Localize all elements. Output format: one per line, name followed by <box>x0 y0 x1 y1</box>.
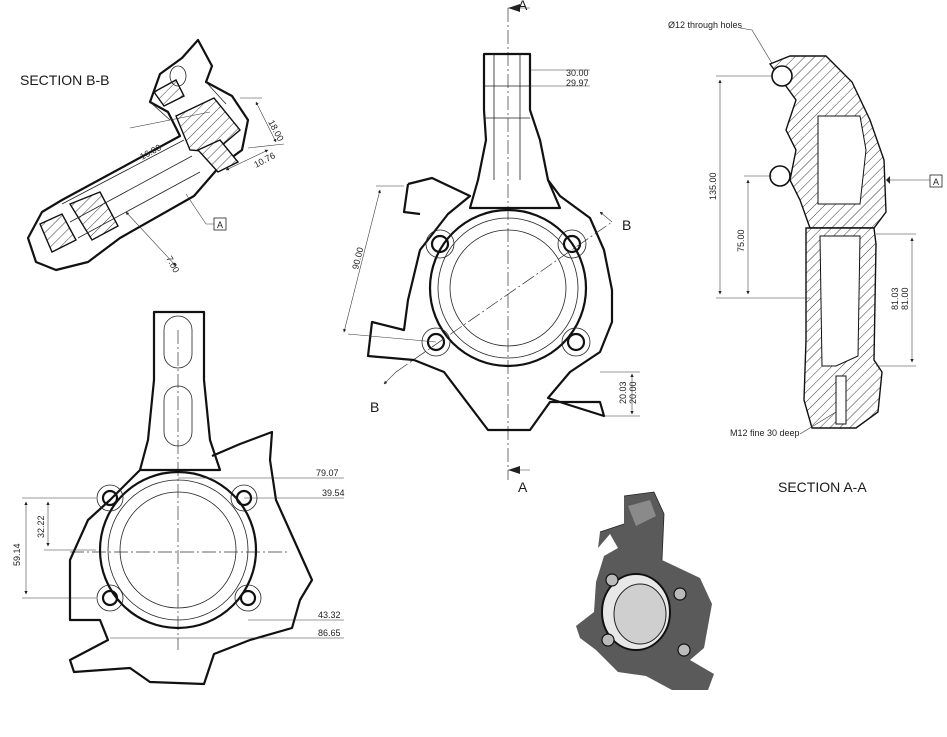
note-through-holes: Ø12 through holes <box>668 20 743 30</box>
bottom-view: 79.07 39.54 43.32 86.65 59.14 32.22 <box>12 310 345 686</box>
bolt-hole-top-left <box>425 229 455 259</box>
dim-aa-135: 135.00 <box>708 172 718 200</box>
bolt-hole-bottom-right <box>561 327 591 357</box>
section-aa-title: SECTION A-A <box>778 479 867 495</box>
dim-aa-81-bottom: 81.00 <box>900 287 910 310</box>
front-view: A A B B 30.00 29 <box>343 0 640 495</box>
bolt-hole-bottom-left <box>421 327 451 357</box>
dim-aa-81-top: 81.03 <box>890 287 900 310</box>
cut-b-right-label: B <box>622 217 631 233</box>
cut-b-left-label: B <box>370 399 379 415</box>
bottom-bolt-bl <box>96 584 124 612</box>
dim-front-20-bottom: 20.00 <box>628 381 638 404</box>
note-thread: M12 fine 30 deep <box>730 428 800 438</box>
dim-aa-75: 75.00 <box>736 229 746 252</box>
dim-bottom-32: 32.22 <box>36 515 46 538</box>
bottom-bolt-tl <box>96 484 124 512</box>
dim-bb-10: 10.76 <box>252 150 277 169</box>
datum-box-bb <box>213 217 227 231</box>
dim-front-30-top: 30.00 <box>566 68 589 78</box>
isometric-view <box>576 491 714 690</box>
section-bb-view: SECTION B-B 18.00 16.00 10.76 7.00 A <box>20 38 286 274</box>
cut-a-top-label: A <box>518 0 528 13</box>
cut-a-bottom-label: A <box>518 479 528 495</box>
bottom-bolt-br <box>234 584 262 612</box>
cut-arrow-a-top <box>508 4 520 12</box>
section-bb-title: SECTION B-B <box>20 72 109 88</box>
dim-bottom-86: 86.65 <box>318 628 341 638</box>
dim-bottom-79: 79.07 <box>316 468 339 478</box>
dim-bottom-43: 43.32 <box>318 610 341 620</box>
datum-box-aa <box>929 174 943 188</box>
dim-bb-18: 18.00 <box>266 118 285 143</box>
dim-front-90: 90.00 <box>350 246 365 270</box>
dim-bb-16: 16.00 <box>138 142 163 161</box>
dim-front-30-bottom: 29.97 <box>566 78 589 88</box>
datum-label-bb: A <box>217 220 223 230</box>
datum-label-aa: A <box>933 177 939 187</box>
dim-front-20-top: 20.03 <box>618 381 628 404</box>
section-aa-view: Ø12 through holes 135.00 75.00 81.03 81.… <box>668 20 943 495</box>
dim-bottom-59: 59.14 <box>12 543 22 566</box>
cut-arrow-a-bottom <box>508 466 520 474</box>
dim-bb-7: 7.00 <box>164 254 181 274</box>
dim-bottom-39: 39.54 <box>322 488 345 498</box>
